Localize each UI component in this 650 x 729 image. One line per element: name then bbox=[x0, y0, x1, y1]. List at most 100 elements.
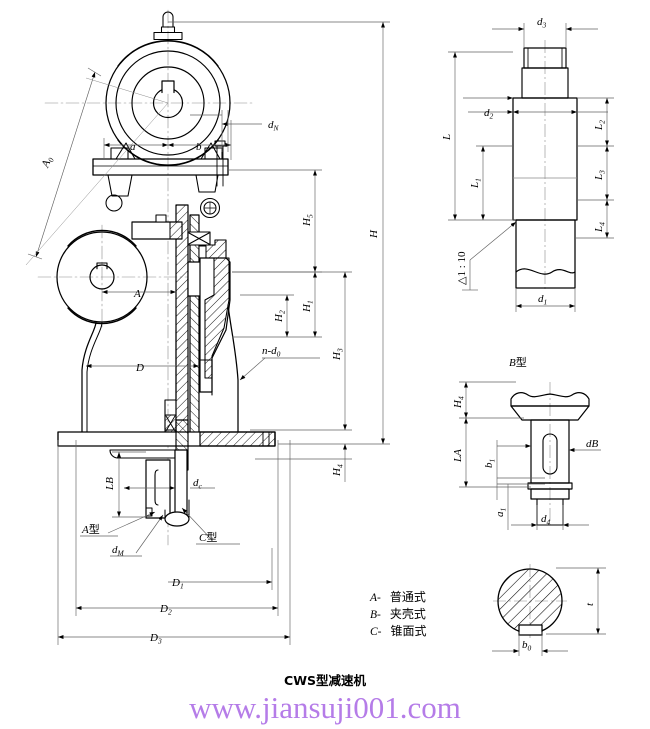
label-btype-d4: d4 bbox=[541, 513, 551, 527]
dim-dM-leader bbox=[135, 514, 164, 554]
label-L1: L1 bbox=[469, 178, 483, 189]
cap-section-hatch bbox=[169, 221, 183, 240]
skirt-left-outer bbox=[81, 321, 97, 433]
label-H1: H1 bbox=[301, 300, 315, 313]
housing-right-eye-outer bbox=[199, 197, 221, 219]
shaft-view-dimensions bbox=[448, 23, 614, 312]
dim-Atype-leader bbox=[107, 511, 156, 534]
label-b: b bbox=[196, 141, 202, 153]
label-D2: D2 bbox=[159, 603, 172, 617]
label-H5: H5 bbox=[301, 214, 315, 227]
label-taper: △1 : 10 bbox=[456, 251, 468, 285]
lower-wheel-bore bbox=[89, 264, 115, 290]
label-btype-H4: H4 bbox=[452, 396, 466, 409]
shaft-taper-end bbox=[164, 511, 190, 527]
keyway-slot-rect bbox=[518, 624, 543, 636]
label-A: A bbox=[133, 288, 141, 300]
shaft-sleeve bbox=[145, 459, 171, 519]
main-view-labels: A0 a b dN H H5 H1 H2 H3 H4 A D n-d0 LB d… bbox=[39, 119, 380, 646]
dim-A0-line bbox=[35, 71, 96, 258]
section-shaft-column bbox=[189, 214, 200, 441]
label-L2: L2 bbox=[593, 120, 607, 131]
gearbox-upper-housing bbox=[105, 174, 221, 219]
btype-cap-taper bbox=[510, 405, 590, 421]
label-H: H bbox=[368, 229, 380, 239]
handwheel-rim-arc-top bbox=[117, 39, 219, 67]
lower-wheel-keyway bbox=[96, 262, 108, 270]
dim-A0-leader-2 bbox=[85, 77, 169, 104]
legend: A- 普通式 B- 夹壳式 C- 锥面式 bbox=[369, 588, 427, 639]
btype-view-dimensions bbox=[459, 381, 601, 530]
base-flange-section-right bbox=[199, 431, 276, 447]
label-btype-a1: a1 bbox=[494, 508, 508, 517]
label-A0: A0 bbox=[39, 155, 56, 171]
label-D1: D1 bbox=[171, 577, 184, 591]
gearbox-sectioned-body bbox=[131, 204, 231, 446]
btype-knurled-cap bbox=[510, 392, 590, 407]
lower-body-step-right bbox=[198, 359, 213, 396]
main-view-dimensions bbox=[25, 21, 390, 645]
pedestal-skirt bbox=[81, 304, 239, 433]
housing-left-cone bbox=[107, 174, 133, 197]
label-D3: D3 bbox=[149, 632, 162, 646]
label-dN: dN bbox=[268, 119, 280, 133]
keyway-section-view bbox=[493, 564, 567, 638]
legend-row-1: B- 夹壳式 bbox=[370, 605, 426, 622]
base-lower-rim bbox=[109, 449, 176, 459]
cap-screw bbox=[155, 214, 167, 223]
handwheel-keyway bbox=[161, 80, 175, 94]
keyway-view-labels: t b0 bbox=[522, 602, 596, 653]
legend-row-0: A- 普通式 bbox=[369, 588, 426, 605]
legend-row-2: C- 锥面式 bbox=[370, 622, 427, 639]
label-btype-LA: LA bbox=[452, 449, 464, 463]
dim-Ctype-leader bbox=[181, 507, 213, 541]
knob-washer bbox=[153, 31, 183, 41]
shaft-core bbox=[174, 449, 188, 521]
label-L3: L3 bbox=[593, 170, 607, 181]
site-watermark: www.jiansuji001.com bbox=[189, 690, 461, 725]
shaft-view-labels: d3 d2 L L1 L2 L3 L4 △1 : 10 d1 bbox=[441, 16, 607, 307]
base-nut-cross bbox=[165, 415, 176, 432]
bearing-block bbox=[187, 231, 227, 259]
label-d1: d1 bbox=[538, 293, 547, 307]
label-H4: H4 bbox=[331, 464, 345, 477]
label-d2: d2 bbox=[484, 107, 494, 121]
label-ndo: n-d0 bbox=[262, 345, 281, 359]
dim-taper-leader bbox=[469, 221, 517, 261]
btype-slot bbox=[542, 433, 558, 475]
label-dc: dc bbox=[193, 477, 203, 491]
btype-view-labels: H4 LA b1 a1 dB d4 bbox=[452, 396, 599, 526]
skirt-right-outer bbox=[227, 304, 239, 433]
main-assembly-view bbox=[37, 9, 276, 546]
label-H2: H2 bbox=[273, 310, 287, 323]
bearing-cross bbox=[188, 232, 210, 245]
label-b0: b0 bbox=[522, 639, 532, 653]
housing-cap-block bbox=[131, 214, 183, 240]
btype-view-title: B型 bbox=[509, 355, 527, 369]
keyway-shaft-circle bbox=[497, 568, 563, 634]
label-Atype: A型 bbox=[81, 522, 100, 536]
bearing-gap bbox=[198, 245, 207, 259]
skirt-left-inner bbox=[86, 321, 103, 433]
label-t: t bbox=[584, 602, 596, 606]
label-L: L bbox=[441, 134, 453, 141]
label-Ctype: C型 bbox=[199, 530, 217, 544]
label-D: D bbox=[135, 362, 144, 374]
shaft-break-line bbox=[515, 268, 576, 275]
label-dM: dM bbox=[112, 544, 125, 558]
housing-left-boss bbox=[105, 194, 123, 212]
dim-A0-ext-low bbox=[27, 253, 43, 260]
keyway-view-dimensions bbox=[492, 567, 606, 656]
label-H3: H3 bbox=[331, 348, 345, 361]
knob-cap bbox=[162, 11, 174, 28]
label-a: a bbox=[130, 141, 136, 153]
top-knob-assembly bbox=[153, 11, 183, 41]
label-d3: d3 bbox=[537, 16, 547, 30]
dim-A0-leader bbox=[25, 102, 169, 266]
label-btype-dB: dB bbox=[586, 438, 599, 450]
dim-ndo-leader bbox=[239, 357, 266, 381]
drawing-title: CWS型减速机 bbox=[284, 673, 366, 688]
label-btype-b1: b1 bbox=[483, 459, 497, 468]
